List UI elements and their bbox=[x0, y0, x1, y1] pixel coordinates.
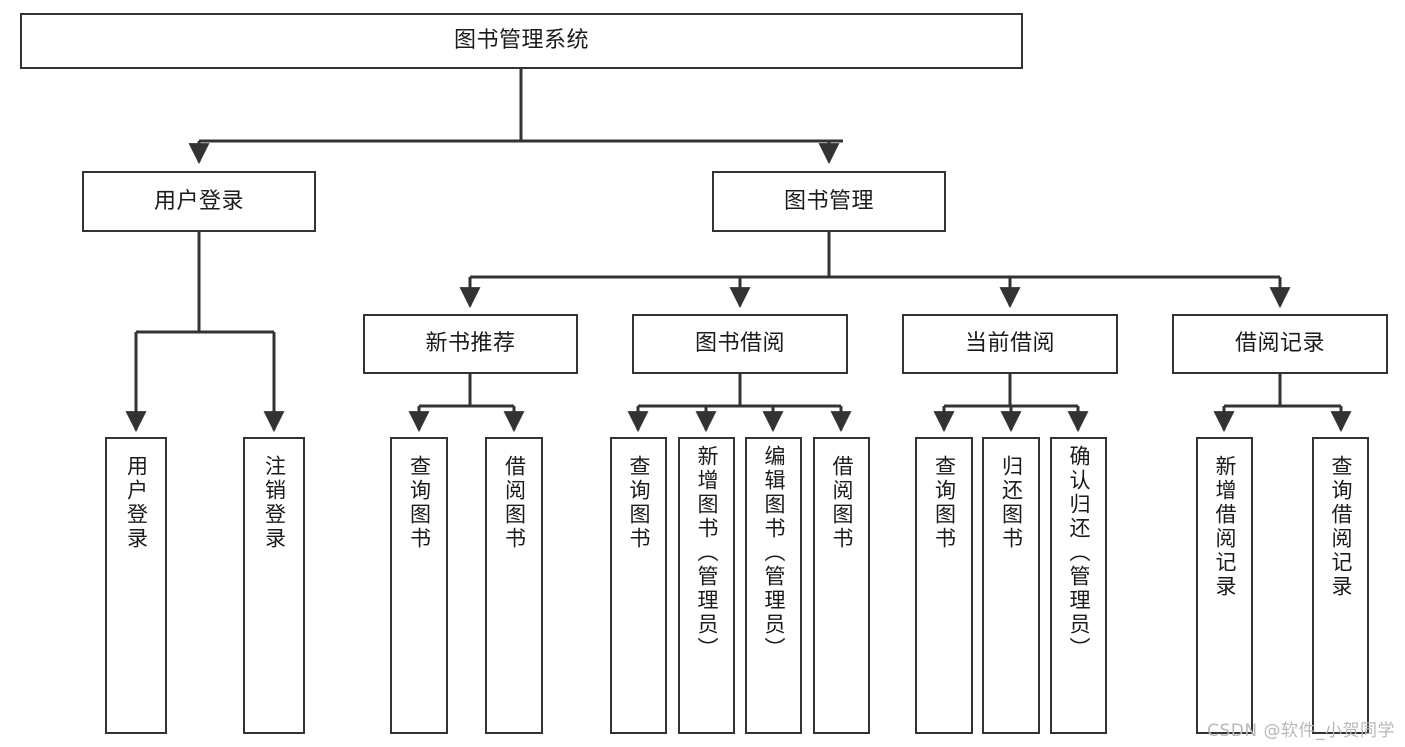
leaf-query-record-label: 查询借阅记录 bbox=[1329, 455, 1353, 599]
leaf-query-book-3-label: 查询图书 bbox=[932, 455, 957, 551]
leaf-query-book-1[interactable]: 查询图书 bbox=[390, 437, 448, 734]
node-book-borrow-label: 图书借阅 bbox=[694, 331, 785, 357]
leaf-borrow-book-1-label: 借阅图书 bbox=[502, 455, 527, 551]
node-user-login[interactable]: 用户登录 bbox=[82, 171, 316, 232]
leaf-add-record-label: 新增借阅记录 bbox=[1213, 455, 1237, 599]
leaf-query-book-2[interactable]: 查询图书 bbox=[610, 437, 667, 734]
leaf-logout-login-label: 注销登录 bbox=[262, 455, 287, 551]
leaf-logout-login[interactable]: 注销登录 bbox=[243, 437, 305, 734]
leaf-query-book-2-label: 查询图书 bbox=[627, 455, 651, 551]
node-current-borrow[interactable]: 当前借阅 bbox=[902, 314, 1118, 374]
node-root-label: 图书管理系统 bbox=[453, 28, 589, 54]
leaf-edit-book[interactable]: 编辑图书（管理员） bbox=[745, 437, 802, 734]
watermark-text: CSDN @软件_小贺同学 bbox=[1207, 721, 1395, 741]
node-current-borrow-label: 当前借阅 bbox=[964, 331, 1055, 357]
leaf-query-book-3[interactable]: 查询图书 bbox=[915, 437, 973, 734]
leaf-confirm-return[interactable]: 确认归还（管理员） bbox=[1050, 437, 1107, 734]
node-borrow-record-label: 借阅记录 bbox=[1234, 331, 1325, 357]
node-book-borrow[interactable]: 图书借阅 bbox=[632, 314, 848, 374]
leaf-borrow-book-2-label: 借阅图书 bbox=[830, 455, 854, 551]
node-user-login-label: 用户登录 bbox=[153, 188, 244, 214]
leaf-borrow-book-1[interactable]: 借阅图书 bbox=[485, 437, 543, 734]
node-new-book-recommend[interactable]: 新书推荐 bbox=[363, 314, 578, 374]
leaf-edit-book-label: 编辑图书（管理员） bbox=[762, 445, 786, 661]
leaf-query-book-1-label: 查询图书 bbox=[407, 455, 432, 551]
leaf-query-record[interactable]: 查询借阅记录 bbox=[1312, 437, 1369, 734]
leaf-user-login-label: 用户登录 bbox=[124, 455, 149, 551]
leaf-add-record[interactable]: 新增借阅记录 bbox=[1196, 437, 1253, 734]
node-borrow-record[interactable]: 借阅记录 bbox=[1172, 314, 1388, 374]
leaf-user-login[interactable]: 用户登录 bbox=[105, 437, 167, 734]
leaf-return-book[interactable]: 归还图书 bbox=[982, 437, 1040, 734]
leaf-add-book[interactable]: 新增图书（管理员） bbox=[678, 437, 735, 734]
leaf-add-book-label: 新增图书（管理员） bbox=[695, 445, 719, 661]
node-root[interactable]: 图书管理系统 bbox=[20, 13, 1023, 69]
node-new-book-recommend-label: 新书推荐 bbox=[425, 331, 516, 357]
leaf-borrow-book-2[interactable]: 借阅图书 bbox=[813, 437, 870, 734]
node-book-management[interactable]: 图书管理 bbox=[712, 171, 946, 232]
leaf-confirm-return-label: 确认归还（管理员） bbox=[1067, 445, 1091, 661]
node-book-management-label: 图书管理 bbox=[783, 188, 874, 214]
leaf-return-book-label: 归还图书 bbox=[999, 455, 1024, 551]
